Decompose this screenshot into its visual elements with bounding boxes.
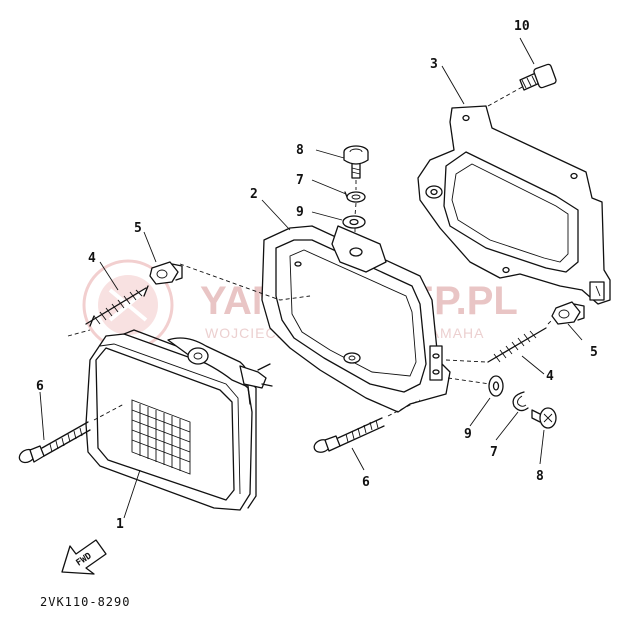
part-3-bracket [417,105,611,305]
callout-6-left: 6 [36,379,44,394]
part-6-screw-right [313,417,385,453]
part-4-screw-right [487,327,547,363]
callout-5-right: 5 [590,345,598,360]
part-8-bolt-top [343,145,369,179]
callouts: 10 3 8 7 9 2 5 4 6 1 5 4 9 7 8 6 [36,19,598,532]
assembly-line-right-long-screw [387,399,421,417]
assembly-line-left-screw [67,329,91,337]
assembly-line-right-screw [445,319,553,363]
part-2-frame [261,225,451,413]
fwd-arrow: FWD [61,539,107,575]
callout-3: 3 [430,57,438,72]
callout-4-left: 4 [88,251,96,266]
callout-8-top: 8 [296,143,304,158]
headlight-lens-grid [131,399,191,475]
part-4-screw-left [85,285,149,327]
callout-5-left: 5 [134,221,142,236]
assembly-line-left-long-screw [93,403,125,421]
part-10-screw [487,63,557,107]
callout-7-right: 7 [490,445,498,460]
part-5-nut-left [149,261,183,285]
callout-9-right: 9 [464,427,472,442]
leader-lines [39,37,583,519]
callout-1: 1 [116,517,124,532]
part-6-screw-left [18,421,91,464]
callout-6-right: 6 [362,475,370,490]
callout-10: 10 [514,19,530,34]
assembly-line-left-nut [179,263,311,301]
assembly-line-right-washers [447,377,491,385]
part-9-washer-top [342,215,366,229]
diagram-code: 2VK110-8290 [40,595,130,609]
callout-7-top: 7 [296,173,304,188]
callout-8-right: 8 [536,469,544,484]
part-5-nut-right [551,301,585,325]
part-9-washer-right [488,375,504,397]
callout-4-right: 4 [546,369,554,384]
callout-2: 2 [250,187,258,202]
part-7-washer-top [344,191,366,203]
part-7-washer-right [512,391,529,412]
part-8-bolt-right [531,407,557,429]
callout-9-top: 9 [296,205,304,220]
part-1-headlight [85,329,273,511]
